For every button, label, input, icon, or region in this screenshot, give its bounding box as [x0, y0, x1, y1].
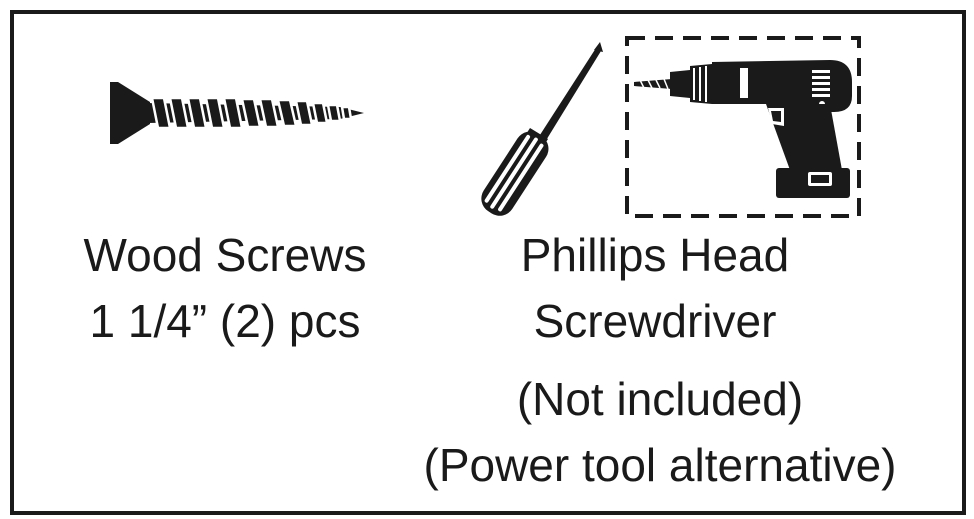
power-tool-alternative-note: (Power tool alternative): [423, 439, 897, 491]
screwdriver-name-line2: Screwdriver: [533, 295, 777, 347]
wood-screws-label: Wood Screws 1 1/4” (2) pcs: [40, 222, 410, 354]
wood-screws-spec: 1 1/4” (2) pcs: [89, 295, 361, 347]
not-included-note: (Not included): [516, 373, 804, 425]
screwdriver-name-line1: Phillips Head: [520, 229, 790, 281]
wood-screws-name: Wood Screws: [83, 229, 367, 281]
power-drill-icon: [625, 36, 861, 218]
screwdriver-label: Phillips Head Screwdriver: [430, 222, 880, 354]
phillips-screwdriver-icon: [481, 42, 603, 216]
wood-screw-icon: [110, 82, 364, 144]
tool-notes: (Not included) (Power tool alternative): [380, 366, 940, 498]
